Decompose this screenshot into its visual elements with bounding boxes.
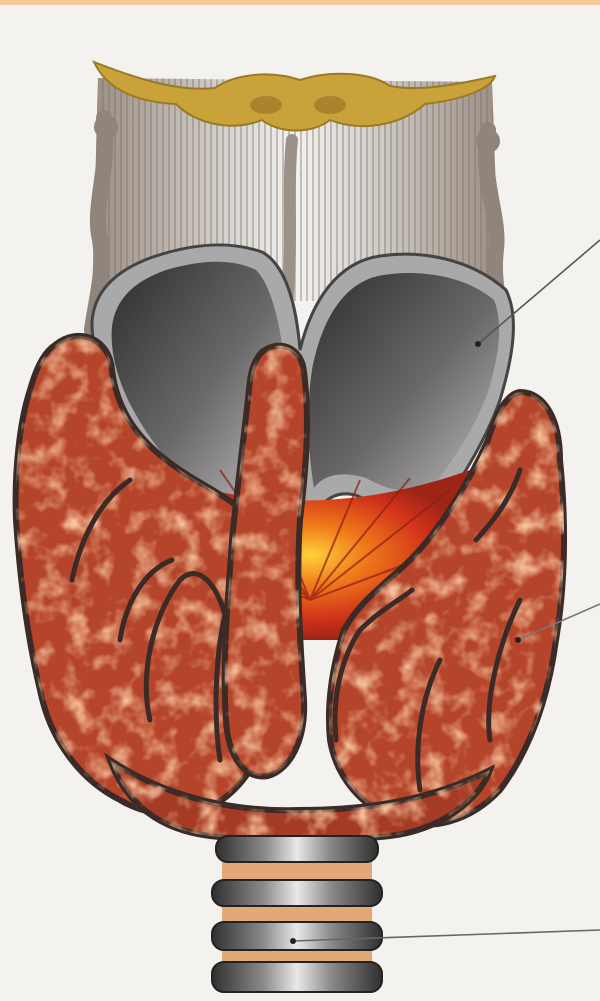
tracheal-ring xyxy=(216,836,378,862)
tracheal-ring xyxy=(212,880,382,906)
leader-dot xyxy=(290,938,296,944)
leader-dot xyxy=(515,637,521,643)
leader-dot xyxy=(475,341,481,347)
tracheal-ring xyxy=(212,962,382,992)
tracheal-ring xyxy=(212,922,382,950)
trachea xyxy=(212,836,382,992)
hyoid-body-marking xyxy=(314,96,346,114)
hyoid-body-marking xyxy=(250,96,282,114)
